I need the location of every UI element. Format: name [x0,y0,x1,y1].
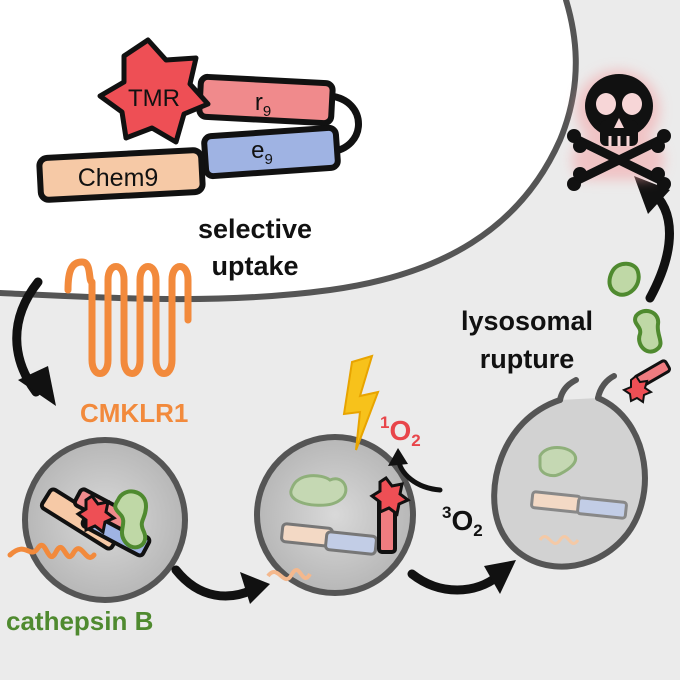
cell-membrane [0,0,579,303]
ruptured-lysosome [491,395,648,570]
cathepsin-b-label: cathepsin B [6,606,153,636]
star-tmr-icon [97,37,211,145]
peptide-construct: TMR r9 e9 Chem9 [36,37,362,203]
e9-fragment [324,530,378,556]
arrowhead-step-2 [484,560,516,594]
arrowhead-oxygen [388,448,408,466]
triplet-oxygen-label: 3O2 [442,503,483,540]
chem9-label: Chem9 [78,164,159,192]
uptake-label: uptake [211,251,298,281]
internalized-receptor-faded [266,568,312,582]
vesicle-ruptured [491,373,648,570]
cathepsin-b-faded-2 [538,446,577,478]
internalized-receptor [7,543,97,560]
star-tmr-small-icon [75,493,117,535]
tmr-label: TMR [128,85,180,112]
lysosomal-label: lysosomal [461,306,593,336]
cathepsin-b-blob [113,489,149,550]
e9-label: e9 [251,137,273,168]
arrow-step-2 [407,569,503,595]
arrowhead-death [634,176,670,214]
vesicle-endosome [7,437,188,603]
star-tmr-fragment-icon [369,475,411,517]
rupture-label: rupture [480,344,575,374]
arrowhead-uptake [18,366,56,406]
cmklr1-receptor [64,258,192,377]
linker-loop [329,92,362,156]
arrow-step-1 [171,565,257,601]
singlet-oxygen-label: 1O2 [380,413,421,450]
cathepsin-b-escaping-1 [607,261,641,297]
arrowhead-step-1 [240,572,270,604]
chem9-segment [36,147,206,203]
skull-crossbones-icon [567,70,671,191]
cathepsin-b-escaping-2 [633,308,663,354]
r9-label: r9 [255,89,271,120]
selective-label: selective [198,214,312,244]
lightning-icon [342,354,380,451]
vesicle-lysosome [254,434,416,596]
e9-segment [201,124,341,180]
cmklr1-label: CMKLR1 [80,398,188,428]
cathepsin-b-faded [289,474,348,507]
star-tmr-escaping-icon [621,374,654,404]
